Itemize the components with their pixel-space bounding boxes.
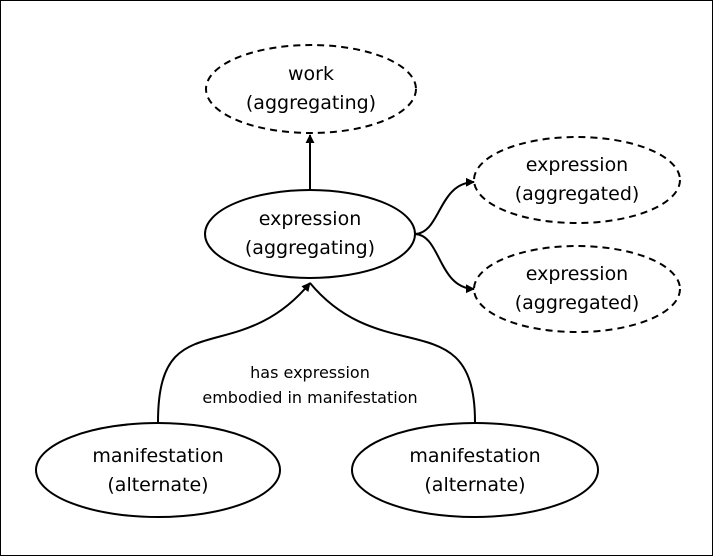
expression-aggregating-node-label: expression (aggregating)	[245, 205, 375, 263]
manifestation-1-node-shape	[35, 422, 281, 518]
work-node-title: work	[288, 63, 334, 85]
expression-aggregated-2-node-shape	[473, 245, 681, 333]
manifestation-1-node-label: manifestation (alternate)	[92, 442, 223, 500]
manifestation-2-node-title: manifestation	[409, 445, 541, 467]
embodiment-edge-label-line-1: has expression	[250, 363, 370, 382]
manifestation-2-node-subtitle: (alternate)	[424, 474, 526, 496]
expression-aggregated-1-node-title: expression	[525, 154, 629, 176]
expression-aggregated-1-node-label: expression (aggregated)	[515, 151, 640, 209]
edge-manifestation-1-to-expression	[157, 282, 311, 423]
manifestation-1-node-title: manifestation	[92, 445, 224, 467]
edge-expression-to-aggregated-2	[414, 233, 475, 294]
expression-aggregated-1-node-shape	[473, 136, 681, 224]
edge-manifestation-2-to-expression	[309, 282, 476, 423]
expression-aggregated-2-node-subtitle: (aggregated)	[514, 292, 640, 314]
work-node-label: work (aggregating)	[246, 60, 376, 118]
manifestation-2-node-shape	[351, 422, 599, 518]
expression-aggregated-1-node-subtitle: (aggregated)	[514, 183, 640, 205]
manifestation-1-node-subtitle: (alternate)	[107, 474, 209, 496]
edge-expression-to-aggregated-1	[414, 177, 475, 235]
manifestation-2-node-label: manifestation (alternate)	[409, 442, 540, 500]
expression-aggregated-2-node-title: expression	[525, 263, 629, 285]
embodiment-edge-label: has expression embodied in manifestation	[202, 360, 417, 410]
embodiment-edge-label-line-2: embodied in manifestation	[202, 388, 418, 407]
expression-aggregated-2-node-label: expression (aggregated)	[515, 260, 640, 318]
work-node-shape	[205, 44, 417, 134]
work-node-subtitle: (aggregating)	[245, 92, 377, 114]
expression-aggregating-node-subtitle: (aggregating)	[244, 237, 376, 259]
expression-aggregating-node-title: expression	[258, 208, 362, 230]
